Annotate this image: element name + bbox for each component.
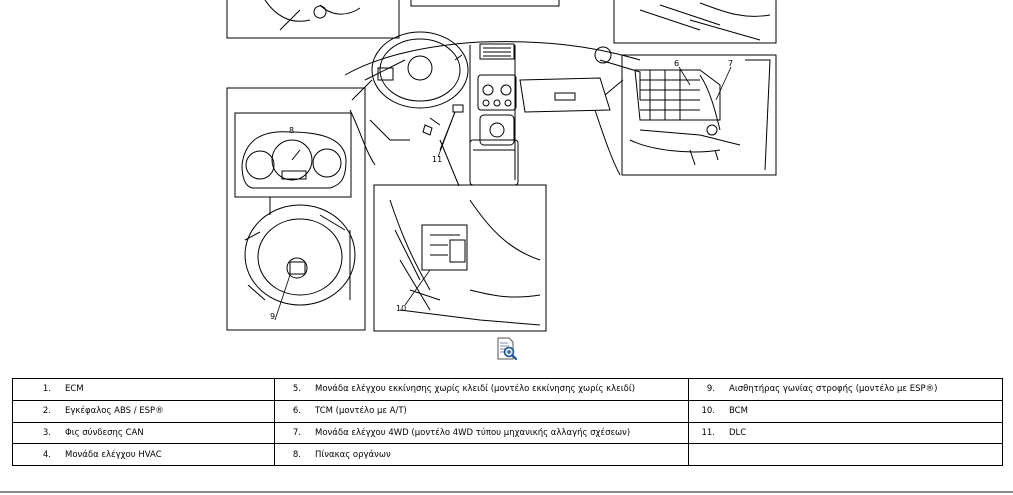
legend-cell: 4. Μονάδα ελέγχου HVAC [12,443,275,466]
inset-top-right [613,0,777,44]
legend-cell: 11. DLC [688,421,1003,445]
legend-table: 1. ECM 5. Μονάδα ελέγχου εκκίνησης χωρίς κ… [12,378,1003,466]
legend-text: Φις σύνδεσης CAN [65,427,144,438]
bottom-divider [0,491,1013,493]
legend-text: Μονάδα ελέγχου HVAC [65,449,162,460]
callout-6: 6 [674,59,679,68]
legend-number: 2. [42,406,51,417]
legend-cell: 6. TCM (μοντέλο με A/T) [274,399,689,423]
table-row: 3. Φις σύνδεσης CAN 7. Μονάδα ελέγχου 4WD … [12,421,1003,445]
legend-number: 3. [42,427,51,438]
callout-8: 8 [289,126,294,135]
legend-text: Εγκέφαλος ABS / ESP® [65,406,164,417]
legend-text: DLC [729,427,747,438]
legend-cell: 9. Αισθητήρας γωνίας στροφής (μοντέλο με … [688,378,1003,401]
zoom-in-document-icon[interactable] [496,337,518,361]
callout-11: 11 [432,155,442,164]
legend-text: TCM (μοντέλο με A/T) [315,406,407,417]
table-row: 2. Εγκέφαλος ABS / ESP® 6. TCM (μοντέλο με… [12,399,1003,423]
legend-number: 9. [706,384,715,395]
callout-9: 9 [270,312,275,321]
legend-cell: 5. Μονάδα ελέγχου εκκίνησης χωρίς κλειδί … [274,378,689,401]
callout-10: 10 [396,304,406,313]
legend-cell-empty [688,443,1003,466]
legend-number: 1. [42,384,51,395]
legend-cell: 8. Πίνακας οργάνων [274,443,689,466]
inset-top-center [410,0,560,7]
dashboard-diagram: 6 7 8 9 10 11 [226,0,777,332]
legend-number: 6. [292,406,301,417]
legend-cell: 7. Μονάδα ελέγχου 4WD (μοντέλο 4WD τύπου … [274,421,689,445]
legend-text: ECM [65,384,84,395]
legend-text: BCM [729,406,748,417]
legend-number: 4. [42,449,51,460]
inset-right [604,54,777,176]
legend-cell: 3. Φις σύνδεσης CAN [12,421,275,445]
callout-7: 7 [728,59,733,68]
legend-number: 5. [292,384,301,395]
legend-cell: 1. ECM [12,378,275,401]
legend-text: Μονάδα ελέγχου 4WD (μοντέλο 4WD τύπου μη… [315,427,631,438]
inset-left [226,59,406,331]
legend-number: 7. [292,427,301,438]
legend-text: Πίνακας οργάνων [315,449,391,460]
legend-number: 10. [701,406,715,417]
legend-text: Αισθητήρας γωνίας στροφής (μοντέλο με ES… [729,384,938,395]
legend-number: 8. [292,449,301,460]
table-row: 1. ECM 5. Μονάδα ελέγχου εκκίνησης χωρίς κ… [12,378,1003,401]
dashboard-overview [344,31,641,186]
legend-cell: 10. BCM [688,399,1003,423]
legend-text: Μονάδα ελέγχου εκκίνησης χωρίς κλειδί (μ… [315,384,636,395]
legend-cell: 2. Εγκέφαλος ABS / ESP® [12,399,275,423]
legend-number: 11. [701,427,715,438]
table-row: 4. Μονάδα ελέγχου HVAC 8. Πίνακας οργάνων [12,443,1003,466]
inset-top-left [226,0,400,39]
inset-bottom-center [373,139,547,332]
